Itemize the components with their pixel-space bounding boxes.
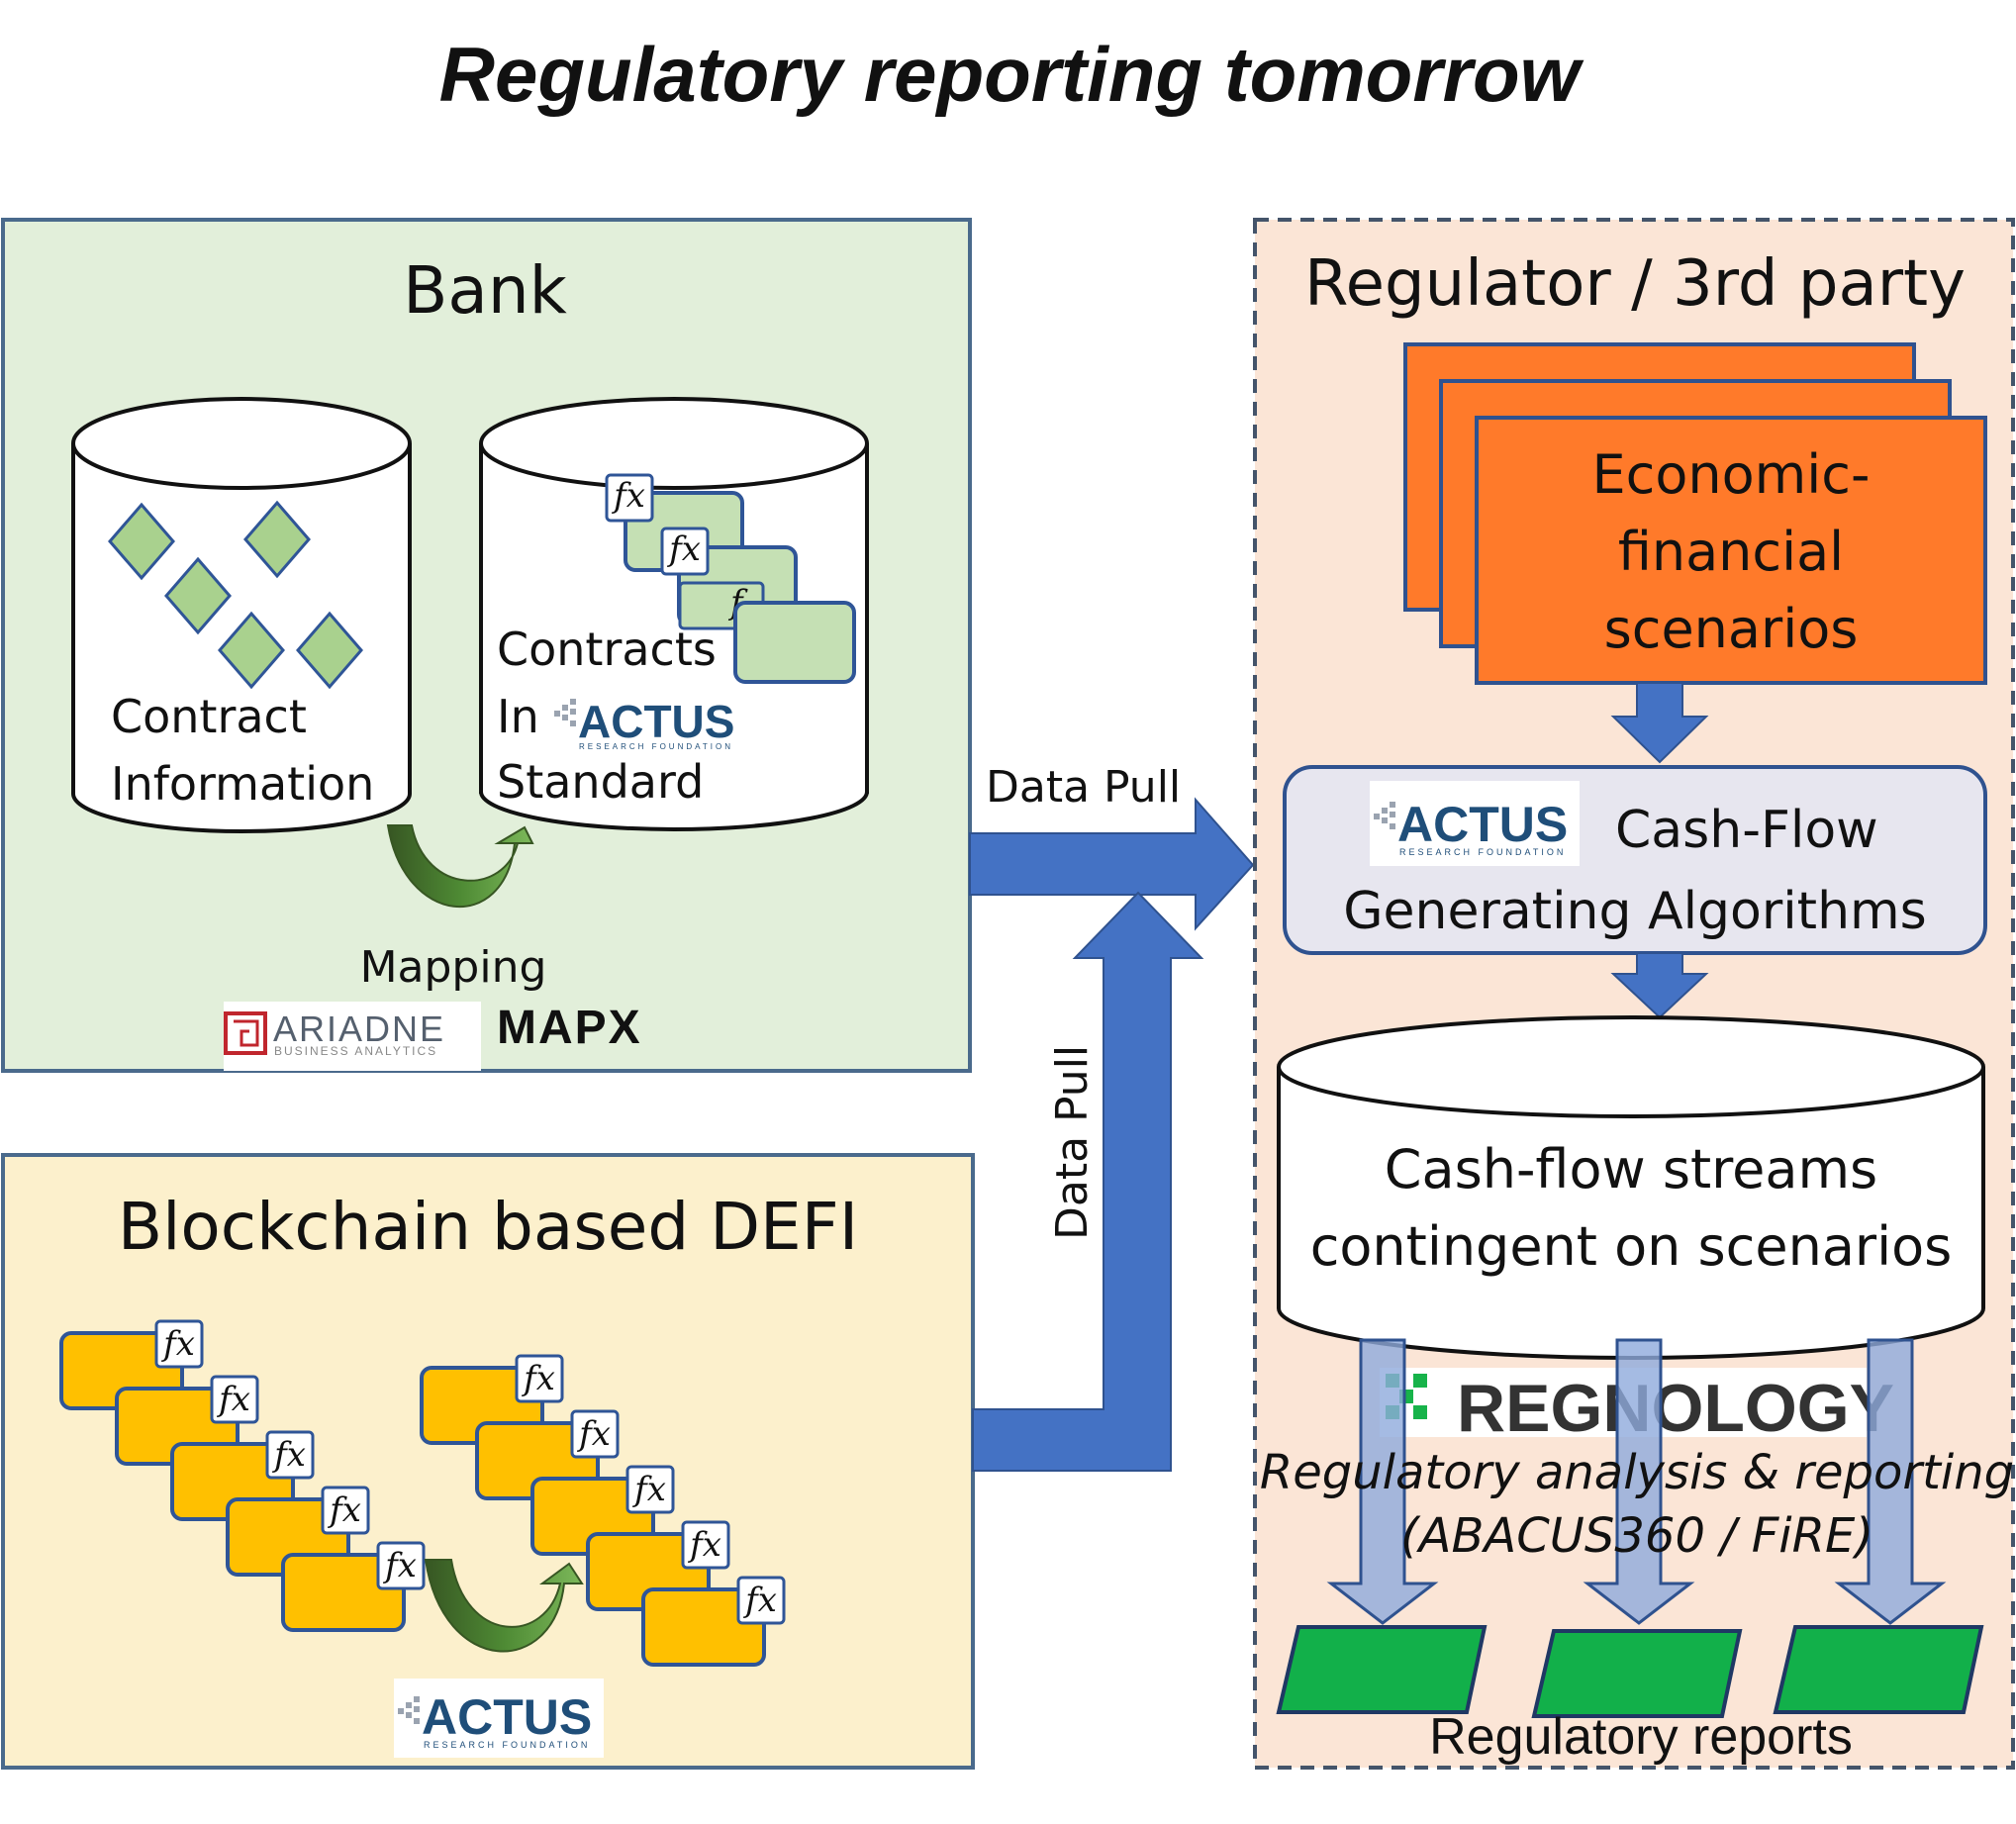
- actus-contract-card-icon: f: [678, 581, 856, 684]
- cash-flow-line2: Generating Algorithms: [1343, 882, 1927, 941]
- db1-label-line2: Information: [111, 757, 374, 811]
- fx-label: fx: [611, 476, 645, 516]
- fx-label: fx: [631, 1470, 666, 1509]
- defi-contract-card-icon: fx: [641, 1576, 786, 1667]
- data-pull-top-label: Data Pull: [986, 762, 1181, 813]
- analysis-line1: Regulatory analysis & reporting: [1260, 1445, 2014, 1500]
- ariadne-logo: ARIADNE BUSINESS ANALYTICS: [224, 1002, 481, 1071]
- report-arrow-left: [1326, 1338, 1439, 1625]
- scenario-line2: financial: [1618, 521, 1844, 583]
- ariadne-logo-subtext: BUSINESS ANALYTICS: [274, 1044, 437, 1058]
- fx-label: fx: [327, 1490, 361, 1530]
- fx-label: fx: [742, 1581, 777, 1620]
- streams-line2: contingent on scenarios: [1310, 1215, 1953, 1278]
- report-arrow-middle: [1583, 1338, 1695, 1625]
- bank-panel: Bank Contract Information fx: [1, 218, 972, 1073]
- actus-standard-database: fx fx f Contracts In Standard: [479, 397, 869, 831]
- cash-flow-algorithm-box: ACTUS RESEARCH FOUNDATION Cash-Flow Gene…: [1283, 765, 1987, 955]
- report-icon: [1276, 1625, 1488, 1714]
- actus-logo-text: ACTUS: [1397, 797, 1568, 852]
- fx-label: fx: [382, 1546, 417, 1585]
- db2-label-line3: Standard: [497, 755, 704, 809]
- regulatory-report-icons: [1276, 1625, 1984, 1718]
- report-arrows: [1326, 1338, 1947, 1625]
- analysis-line2: (ABACUS360 / FiRE): [1400, 1508, 1873, 1564]
- fx-label: fx: [521, 1359, 555, 1398]
- mapping-curve-arrow: [386, 824, 534, 909]
- actus-logo-subtext: RESEARCH FOUNDATION: [424, 1740, 590, 1750]
- report-icon: [1531, 1629, 1743, 1718]
- data-pull-arrows: Data Pull Data Pull: [969, 762, 1255, 1472]
- db1-label-line1: Contract: [111, 690, 307, 743]
- defi-mapping-curve-arrow: [424, 1559, 584, 1653]
- actus-logo-text: ACTUS: [422, 1689, 592, 1745]
- data-pull-vertical-label: Data Pull: [1047, 1045, 1098, 1240]
- fx-label: fx: [576, 1414, 611, 1454]
- ariadne-logo-text: ARIADNE: [273, 1008, 445, 1049]
- actus-logo: ACTUS RESEARCH FOUNDATION: [394, 1679, 604, 1758]
- scenario-to-algorithm-arrow: [1610, 682, 1709, 764]
- actus-logo-text: ACTUS: [578, 696, 734, 747]
- ariadne-maze-icon: [224, 1011, 267, 1055]
- fx-label: fx: [160, 1324, 195, 1364]
- defi-contract-card-icon: fx: [281, 1541, 426, 1632]
- regnology-logo-text: REGNOLOGY: [1457, 1371, 1894, 1446]
- defi-title: Blockchain based DEFI: [118, 1189, 858, 1265]
- algorithm-to-streams-arrow: [1610, 952, 1709, 1019]
- contract-diamond-icon: [108, 500, 363, 690]
- cash-flow-line1: Cash-Flow: [1615, 801, 1878, 860]
- bank-title: Bank: [403, 252, 568, 329]
- scenario-line3: scenarios: [1604, 598, 1859, 660]
- regulator-panel: Regulator / 3rd party Economic- financia…: [1253, 218, 2015, 1770]
- db2-label-line1: Contracts: [497, 623, 717, 676]
- mapx-logo: MAPX: [497, 1002, 642, 1054]
- regulatory-reports-label: Regulatory reports: [1429, 1708, 1853, 1766]
- report-icon: [1773, 1625, 1984, 1714]
- data-pull-horizontal-arrow: [969, 797, 1255, 931]
- actus-logo-subtext: RESEARCH FOUNDATION: [1399, 847, 1566, 857]
- cash-flow-streams-database: Cash-flow streams contingent on scenario…: [1277, 1015, 1985, 1360]
- page-title: Regulatory reporting tomorrow: [439, 31, 1584, 118]
- actus-logo: ACTUS RESEARCH FOUNDATION: [550, 691, 760, 751]
- actus-logo: ACTUS RESEARCH FOUNDATION: [1370, 781, 1580, 866]
- db2-label-line2: In: [497, 690, 539, 743]
- defi-panel: Blockchain based DEFI fxfxfxfxfxfxfxfxfx…: [1, 1153, 975, 1770]
- report-arrow-right: [1834, 1338, 1947, 1625]
- scenario-cards: Economic- financial scenarios: [1403, 342, 1987, 685]
- fx-label: fx: [687, 1525, 721, 1565]
- fx-label: fx: [271, 1435, 306, 1475]
- contract-information-database: Contract Information: [71, 397, 412, 833]
- data-pull-vertical-arrow: [972, 891, 1204, 1472]
- mapping-label: Mapping: [360, 942, 547, 993]
- actus-logo-subtext: RESEARCH FOUNDATION: [579, 742, 733, 751]
- fx-label: fx: [666, 529, 701, 569]
- fx-label: fx: [216, 1380, 250, 1419]
- streams-line1: Cash-flow streams: [1385, 1138, 1877, 1200]
- scenario-line1: Economic-: [1592, 443, 1871, 506]
- regulator-title: Regulator / 3rd party: [1304, 247, 1966, 321]
